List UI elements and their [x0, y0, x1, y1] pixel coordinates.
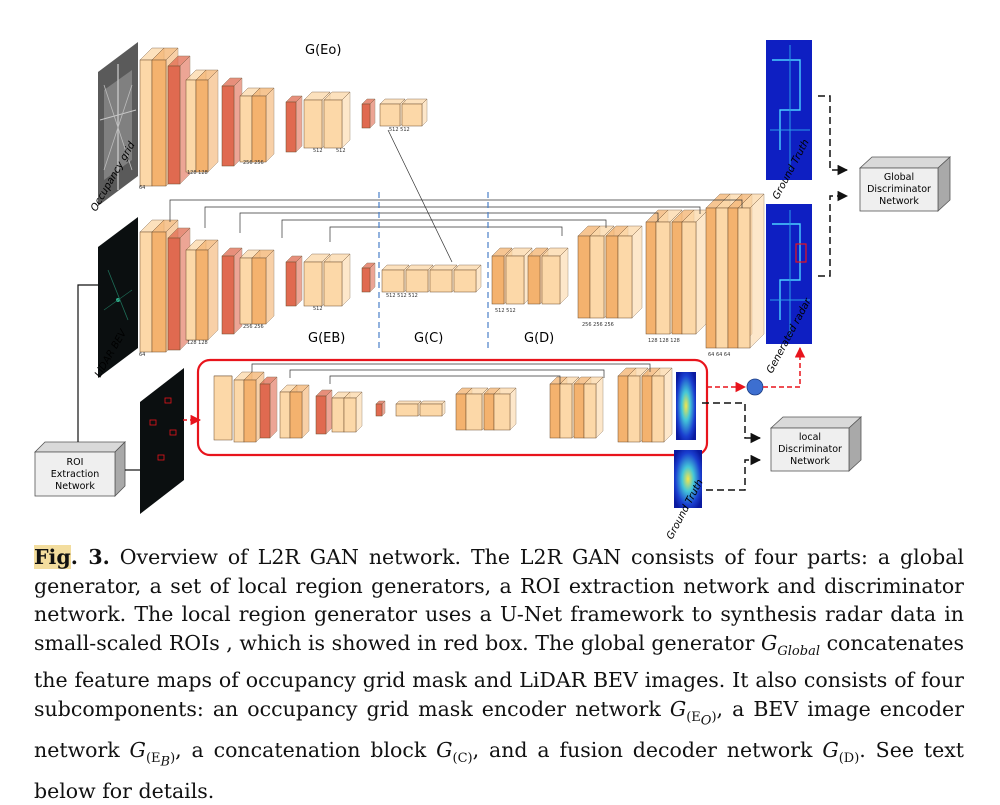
local-output-heatmap — [676, 372, 696, 440]
decoder-block — [651, 367, 673, 443]
decoder-block — [617, 225, 643, 319]
svg-text:ROI: ROI — [67, 457, 84, 468]
channel-label: 256 256 — [243, 160, 264, 166]
channel-label: 512 512 — [495, 308, 516, 314]
feature-map-block — [251, 249, 275, 325]
occupancy-grid-image — [98, 42, 138, 206]
feature-map-block — [195, 239, 219, 341]
pool-block — [285, 95, 303, 153]
channel-label: 64 — [139, 185, 145, 191]
g-d-label: G(D) — [524, 331, 554, 346]
l2r-gan-architecture-diagram: Occupancy grid LiDAR BEV G(Eo) G(EB) G(C… — [34, 40, 952, 540]
channel-label: 512 — [336, 148, 346, 154]
decoder-block — [493, 387, 517, 431]
channel-label: 512 512 — [389, 127, 410, 133]
local-discriminator-box: local Discriminator Network — [769, 416, 863, 472]
feature-map-block — [395, 400, 422, 417]
svg-text:Discriminator: Discriminator — [867, 184, 931, 195]
local-input-image — [213, 375, 233, 441]
skip-connections — [169, 129, 743, 384]
roi-extraction-network-box: ROI Extraction Network — [34, 441, 126, 497]
pool-block — [375, 400, 386, 417]
channel-label: 64 — [139, 352, 145, 358]
feature-map-block — [419, 400, 446, 417]
channel-label: 128 128 — [187, 340, 208, 346]
g-eo-label: G(Eo) — [305, 43, 341, 58]
channel-label: 128 128 128 — [648, 338, 680, 344]
svg-text:Extraction: Extraction — [51, 469, 100, 480]
merge-node — [746, 378, 764, 396]
lidar-encoder-decoder-blocks — [139, 193, 765, 353]
generated-radar-image — [766, 204, 812, 344]
ground-truth-bottom-heatmap — [674, 450, 702, 508]
svg-text:Global: Global — [884, 172, 914, 183]
g-eb-label: G(EB) — [308, 331, 345, 346]
channel-label: 64 64 64 — [708, 352, 730, 358]
channel-label: 512 — [313, 148, 323, 154]
figure-number: Fig. 3. — [34, 545, 110, 569]
roi-input-image — [140, 368, 184, 514]
local-generator-blocks — [213, 367, 673, 443]
channel-label: 512 — [313, 306, 323, 312]
lidar-bev-image — [98, 217, 138, 378]
svg-text:Network: Network — [55, 481, 95, 492]
concat-block — [405, 264, 434, 293]
pool-block — [361, 98, 376, 129]
pool-block — [315, 389, 333, 435]
channel-label: 256 256 256 — [582, 322, 614, 328]
ground-truth-top-image — [766, 40, 812, 180]
channel-label: 128 128 — [187, 170, 208, 176]
feature-map-block — [343, 391, 363, 433]
pool-block — [285, 255, 303, 307]
concat-block — [429, 264, 458, 293]
concat-block — [381, 264, 410, 293]
svg-text:Network: Network — [879, 196, 919, 207]
feature-map-block — [195, 69, 219, 173]
pool-block — [361, 262, 376, 293]
global-discriminator-box: Global Discriminator Network — [858, 156, 952, 212]
local-generator-red-box — [196, 358, 709, 457]
fig-highlight: Fig — [34, 545, 71, 569]
feature-map-block — [323, 91, 351, 149]
occupancy-encoder-blocks — [139, 47, 428, 187]
svg-text:Network: Network — [790, 456, 830, 467]
pool-block — [221, 247, 243, 335]
global-discriminator-arrows — [818, 95, 849, 277]
channel-label: 512 512 512 — [386, 293, 418, 299]
feature-map-block — [323, 253, 351, 307]
decoder-block — [583, 376, 604, 439]
local-discriminator-arrows — [702, 402, 762, 491]
feature-map-block — [289, 384, 310, 439]
channel-label: 256 256 — [243, 324, 264, 330]
merge-to-generated-arrow — [763, 346, 806, 388]
pool-block — [221, 77, 243, 167]
feature-map-block — [379, 98, 406, 127]
feature-map-block — [251, 87, 275, 163]
decoder-block — [737, 193, 765, 349]
decoder-block — [681, 209, 709, 335]
svg-text:Discriminator: Discriminator — [778, 444, 842, 455]
svg-text:local: local — [799, 432, 821, 443]
roi-to-lidar-connector — [77, 284, 98, 442]
decoder-block — [541, 247, 569, 305]
figure-caption: Fig. 3. Overview of L2R GAN network. The… — [34, 545, 964, 803]
concat-block — [453, 264, 482, 293]
feature-map-block — [401, 98, 428, 127]
g-c-label: G(C) — [414, 331, 443, 346]
pool-block — [259, 376, 278, 439]
